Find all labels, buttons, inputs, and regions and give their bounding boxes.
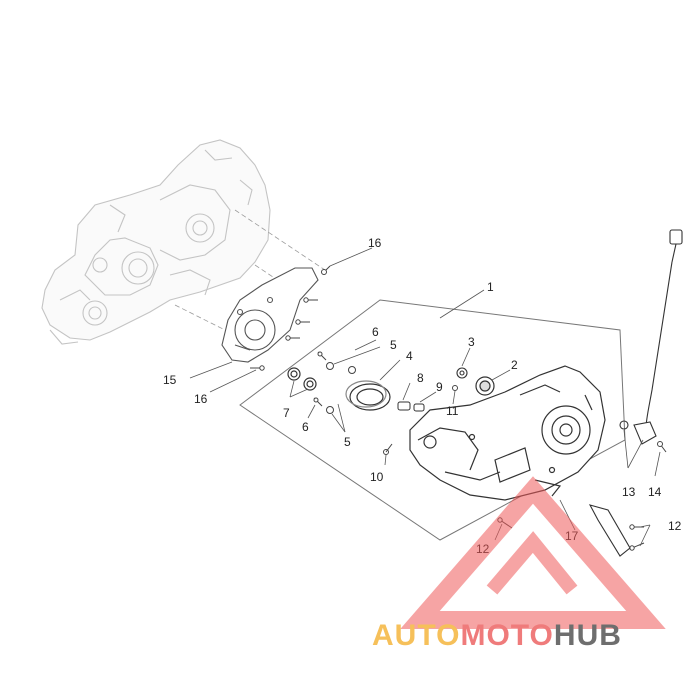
screw-part-10 [383,443,393,455]
engine-crankcase [41,139,271,345]
brand-part-hub: HUB [553,619,622,652]
screw-part-11 [452,385,458,391]
cap-part-2 [475,376,495,396]
callout-5-top: 5 [390,338,397,352]
callout-7: 7 [283,406,290,420]
callout-16-bottom: 16 [194,392,208,406]
watermark-brand-logo: AUTOMOTOHUB [372,616,622,656]
oil-seal-part-4 [345,380,391,411]
transmission-cover-part-1 [409,365,606,501]
callout-10: 10 [370,470,384,484]
callout-14: 14 [648,485,662,499]
callout-5-bottom: 5 [344,435,351,449]
bearings-part-7 [287,367,317,391]
dowels-parts-8-9 [397,401,425,412]
watermark-triangle [400,476,666,629]
callout-labels: 1 2 3 4 5 5 6 6 7 8 9 10 11 12 12 13 14 … [163,236,682,556]
assembly-frame-part-1 [239,299,626,541]
clip-part-3 [456,367,468,379]
screw-part-16-top [321,247,373,275]
small-screws-cluster [250,297,318,371]
callout-1: 1 [487,280,494,294]
callout-13: 13 [622,485,636,499]
callout-11: 11 [446,404,459,418]
callout-9: 9 [436,380,443,394]
brand-part-auto: AUTO [372,619,461,652]
callout-12-right: 12 [668,519,682,533]
screw-part-14 [657,441,667,453]
callout-6-bottom: 6 [302,420,309,434]
callout-16-top: 16 [368,236,382,250]
inner-cover-part-15 [221,267,319,363]
washers-screws-parts-5-6 [313,351,356,414]
guide-plate-part-17 [588,504,631,557]
sensor-part-13 [619,229,683,445]
callout-3: 3 [468,335,475,349]
callout-2: 2 [511,358,518,372]
callout-15: 15 [163,373,177,387]
callout-6-top: 6 [372,325,379,339]
brand-part-moto: MOTO [460,619,554,652]
callout-4: 4 [406,349,413,363]
callout-8: 8 [417,371,424,385]
